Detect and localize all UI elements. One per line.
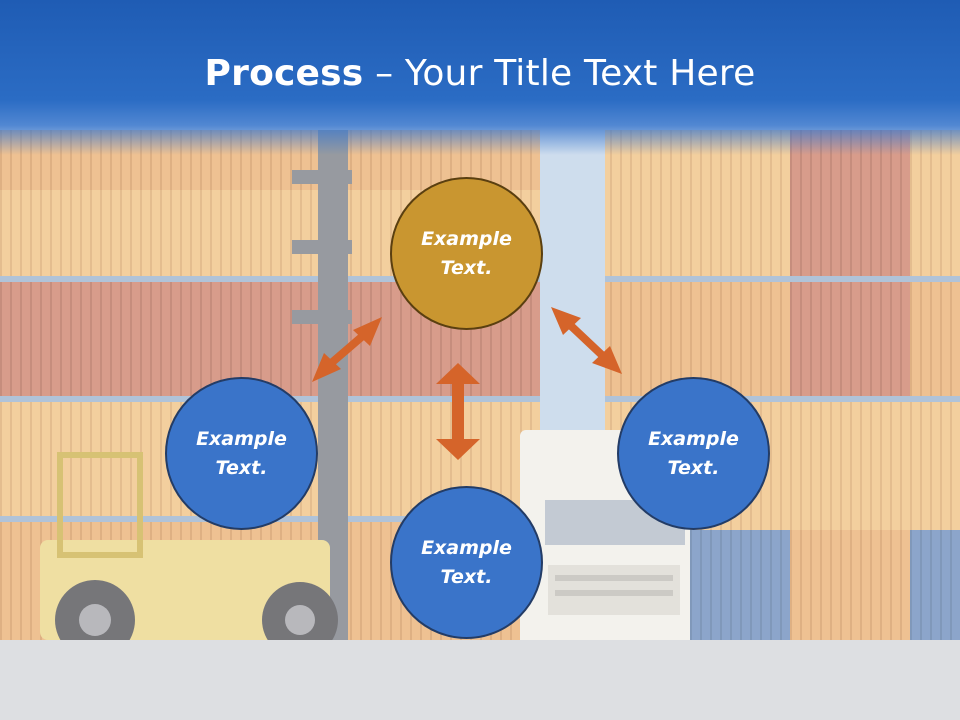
node-bottom-label: Example Text.	[421, 536, 512, 588]
arrow-top-left-icon	[312, 317, 382, 382]
arrow-vertical-icon	[436, 363, 480, 460]
node-left-label: Example Text.	[196, 427, 287, 479]
process-node-right[interactable]: Example Text.	[617, 377, 770, 530]
title-bold: Process	[204, 53, 364, 94]
process-node-left[interactable]: Example Text.	[165, 377, 318, 530]
title-band	[0, 0, 960, 155]
process-node-top[interactable]: Example Text.	[390, 177, 543, 330]
process-node-bottom[interactable]: Example Text.	[390, 486, 543, 639]
title-rest: – Your Title Text Here	[363, 53, 756, 94]
slide-title: Process – Your Title Text Here	[0, 50, 960, 98]
node-right-label: Example Text.	[648, 427, 739, 479]
node-top-label: Example Text.	[421, 227, 512, 279]
arrow-top-right-icon	[551, 307, 622, 374]
